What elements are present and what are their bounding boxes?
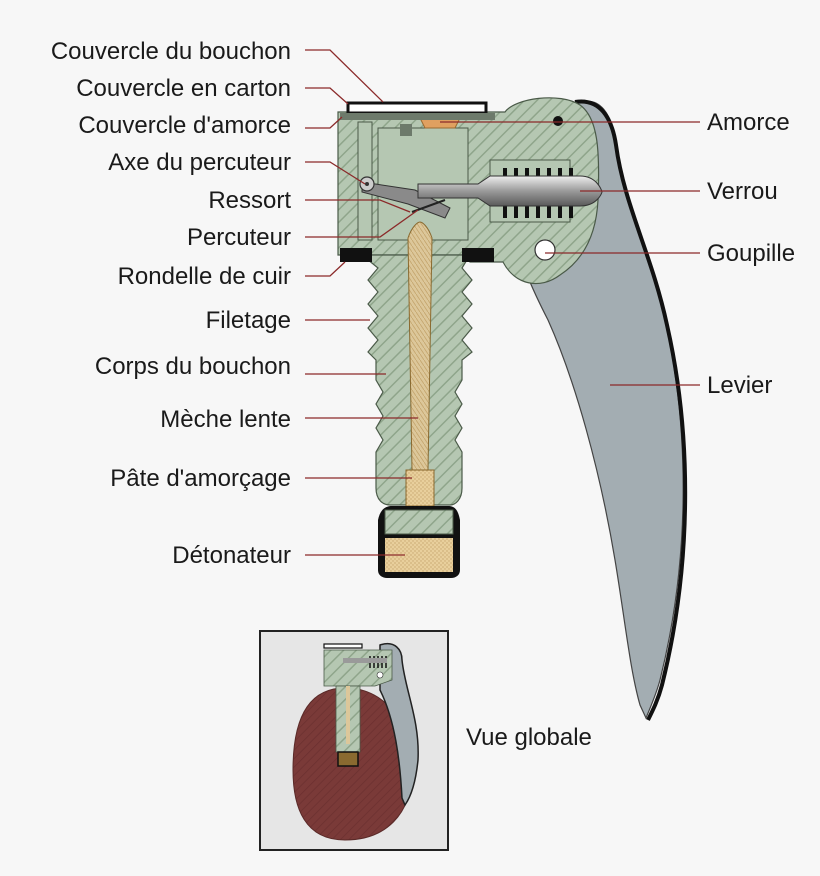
- inset-detonator: [337, 751, 359, 767]
- label-couvercle-carton: Couvercle en carton: [76, 75, 291, 102]
- cardboard-cover: [346, 101, 488, 115]
- leather-washer-right: [462, 248, 494, 262]
- label-ressort: Ressort: [208, 187, 291, 214]
- inset-caption: Vue globale: [466, 724, 592, 751]
- label-amorce: Amorce: [707, 109, 790, 136]
- left-labels: Couvercle du bouchon Couvercle en carton…: [51, 38, 292, 569]
- label-filetage: Filetage: [206, 307, 291, 334]
- label-axe-percuteur: Axe du percuteur: [108, 149, 291, 176]
- priming-paste: [405, 469, 435, 507]
- striker-arm: [361, 181, 451, 219]
- primer-cover: [340, 113, 495, 120]
- label-couvercle-bouchon: Couvercle du bouchon: [51, 38, 291, 65]
- label-rondelle: Rondelle de cuir: [118, 263, 291, 290]
- rivet: [553, 116, 563, 126]
- inset-global-view: [259, 630, 449, 851]
- label-pate: Pâte d'amorçage: [110, 465, 291, 492]
- fuse-assembly: [337, 97, 688, 721]
- leader-lines: [305, 49, 700, 556]
- label-detonateur: Détonateur: [172, 542, 291, 569]
- inset-lever: [379, 643, 419, 807]
- lever-outer-edge: [574, 99, 688, 721]
- bolt: [417, 175, 603, 207]
- label-meche: Mèche lente: [160, 406, 291, 433]
- label-levier: Levier: [707, 372, 772, 399]
- label-couvercle-amorce: Couvercle d'amorce: [78, 112, 291, 139]
- leather-washer-left: [340, 248, 372, 262]
- label-percuteur: Percuteur: [187, 224, 291, 251]
- right-labels: Amorce Verrou Goupille Levier: [707, 109, 795, 399]
- label-corps: Corps du bouchon: [95, 353, 291, 380]
- pin-hole: [534, 239, 556, 261]
- label-verrou: Verrou: [707, 178, 778, 205]
- slow-fuse: [407, 221, 433, 471]
- label-goupille: Goupille: [707, 240, 795, 267]
